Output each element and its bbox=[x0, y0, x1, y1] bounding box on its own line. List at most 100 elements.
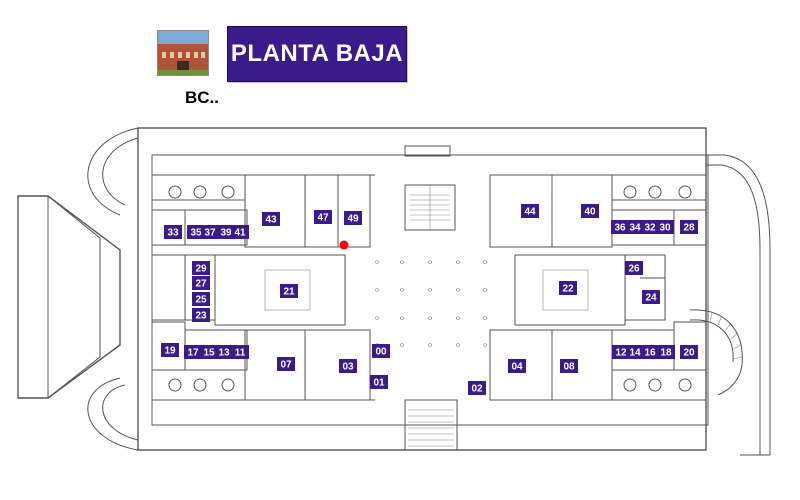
room-20: 20 bbox=[680, 345, 698, 359]
room-18: 18 bbox=[657, 345, 675, 359]
room-02: 02 bbox=[468, 381, 486, 395]
room-35: 35 bbox=[187, 225, 205, 239]
room-label-box bbox=[344, 211, 362, 225]
room-label-box bbox=[200, 345, 218, 359]
room-08: 08 bbox=[560, 359, 578, 373]
room-label-box bbox=[161, 343, 179, 357]
room-label-box bbox=[192, 261, 210, 275]
room-30: 30 bbox=[656, 220, 674, 234]
room-label-text: 37 bbox=[204, 228, 216, 239]
room-17: 17 bbox=[184, 345, 202, 359]
room-41: 41 bbox=[231, 225, 249, 239]
room-label-box bbox=[164, 225, 182, 239]
room-label-box bbox=[231, 225, 249, 239]
room-label-text: 17 bbox=[187, 348, 199, 359]
room-label-text: 14 bbox=[629, 348, 641, 359]
room-label-text: 34 bbox=[629, 223, 641, 234]
room-49: 49 bbox=[344, 211, 362, 225]
room-label-box bbox=[560, 359, 578, 373]
room-label-text: 13 bbox=[218, 348, 230, 359]
room-label-box bbox=[280, 284, 298, 298]
room-label-box bbox=[657, 345, 675, 359]
room-03: 03 bbox=[339, 359, 357, 373]
room-40: 40 bbox=[581, 204, 599, 218]
room-label-box bbox=[680, 220, 698, 234]
room-label-box bbox=[656, 220, 674, 234]
room-label-box bbox=[231, 345, 249, 359]
room-12: 12 bbox=[612, 345, 630, 359]
room-label-box bbox=[339, 359, 357, 373]
room-37: 37 bbox=[201, 225, 219, 239]
room-label-text: 11 bbox=[235, 348, 246, 359]
room-label-text: 27 bbox=[195, 279, 207, 290]
room-label-text: 22 bbox=[562, 284, 574, 295]
room-label-box bbox=[372, 344, 390, 358]
room-label-box bbox=[680, 345, 698, 359]
room-label-box bbox=[217, 225, 235, 239]
room-label-text: 41 bbox=[234, 228, 246, 239]
current-location-marker bbox=[339, 240, 349, 250]
room-label-box bbox=[468, 381, 486, 395]
room-label-box bbox=[192, 276, 210, 290]
room-label-box bbox=[641, 345, 659, 359]
room-23: 23 bbox=[192, 308, 210, 322]
plan-walls bbox=[17, 127, 771, 456]
room-label-text: 44 bbox=[524, 207, 536, 218]
room-07: 07 bbox=[277, 357, 295, 371]
room-label-box bbox=[641, 220, 659, 234]
room-label-text: 04 bbox=[511, 362, 523, 373]
room-label-text: 25 bbox=[195, 295, 207, 306]
room-01: 01 bbox=[370, 375, 388, 389]
room-27: 27 bbox=[192, 276, 210, 290]
room-label-text: 18 bbox=[660, 348, 672, 359]
room-label-text: 26 bbox=[628, 264, 640, 275]
room-label-text: 43 bbox=[265, 215, 277, 226]
room-label-text: 36 bbox=[614, 223, 626, 234]
room-label-text: 19 bbox=[164, 346, 176, 357]
room-label-box bbox=[559, 281, 577, 295]
room-label-text: 23 bbox=[195, 311, 207, 322]
room-44: 44 bbox=[521, 204, 539, 218]
room-29: 29 bbox=[192, 261, 210, 275]
room-label-box bbox=[262, 212, 280, 226]
room-label-text: 24 bbox=[645, 293, 657, 304]
room-label-box bbox=[187, 225, 205, 239]
room-19: 19 bbox=[161, 343, 179, 357]
room-36: 36 bbox=[611, 220, 629, 234]
room-label-box bbox=[612, 345, 630, 359]
room-label-text: 29 bbox=[195, 264, 207, 275]
room-label-text: 20 bbox=[683, 348, 695, 359]
room-47: 47 bbox=[314, 210, 332, 224]
room-label-box bbox=[370, 375, 388, 389]
room-label-box bbox=[508, 359, 526, 373]
room-label-box bbox=[277, 357, 295, 371]
room-label-text: 49 bbox=[347, 214, 359, 225]
room-label-text: 32 bbox=[644, 223, 656, 234]
room-label-box bbox=[642, 290, 660, 304]
room-label-text: 00 bbox=[375, 347, 387, 358]
room-26: 26 bbox=[625, 261, 643, 275]
room-label-text: 07 bbox=[280, 360, 292, 371]
room-32: 32 bbox=[641, 220, 659, 234]
room-label-box bbox=[625, 261, 643, 275]
floor-title: PLANTA BAJA bbox=[227, 26, 407, 82]
room-label-box bbox=[581, 204, 599, 218]
room-34: 34 bbox=[626, 220, 644, 234]
room-label-box bbox=[201, 225, 219, 239]
room-28: 28 bbox=[680, 220, 698, 234]
room-00: 00 bbox=[372, 344, 390, 358]
building-photo bbox=[157, 30, 209, 76]
room-label-box bbox=[184, 345, 202, 359]
room-14: 14 bbox=[626, 345, 644, 359]
room-label-box bbox=[314, 210, 332, 224]
room-label-text: 33 bbox=[167, 228, 179, 239]
room-label-text: 01 bbox=[373, 378, 385, 389]
room-25: 25 bbox=[192, 292, 210, 306]
room-label-box bbox=[611, 220, 629, 234]
room-21: 21 bbox=[280, 284, 298, 298]
room-label-box bbox=[215, 345, 233, 359]
room-label-text: 35 bbox=[190, 228, 202, 239]
room-33: 33 bbox=[164, 225, 182, 239]
room-15: 15 bbox=[200, 345, 218, 359]
